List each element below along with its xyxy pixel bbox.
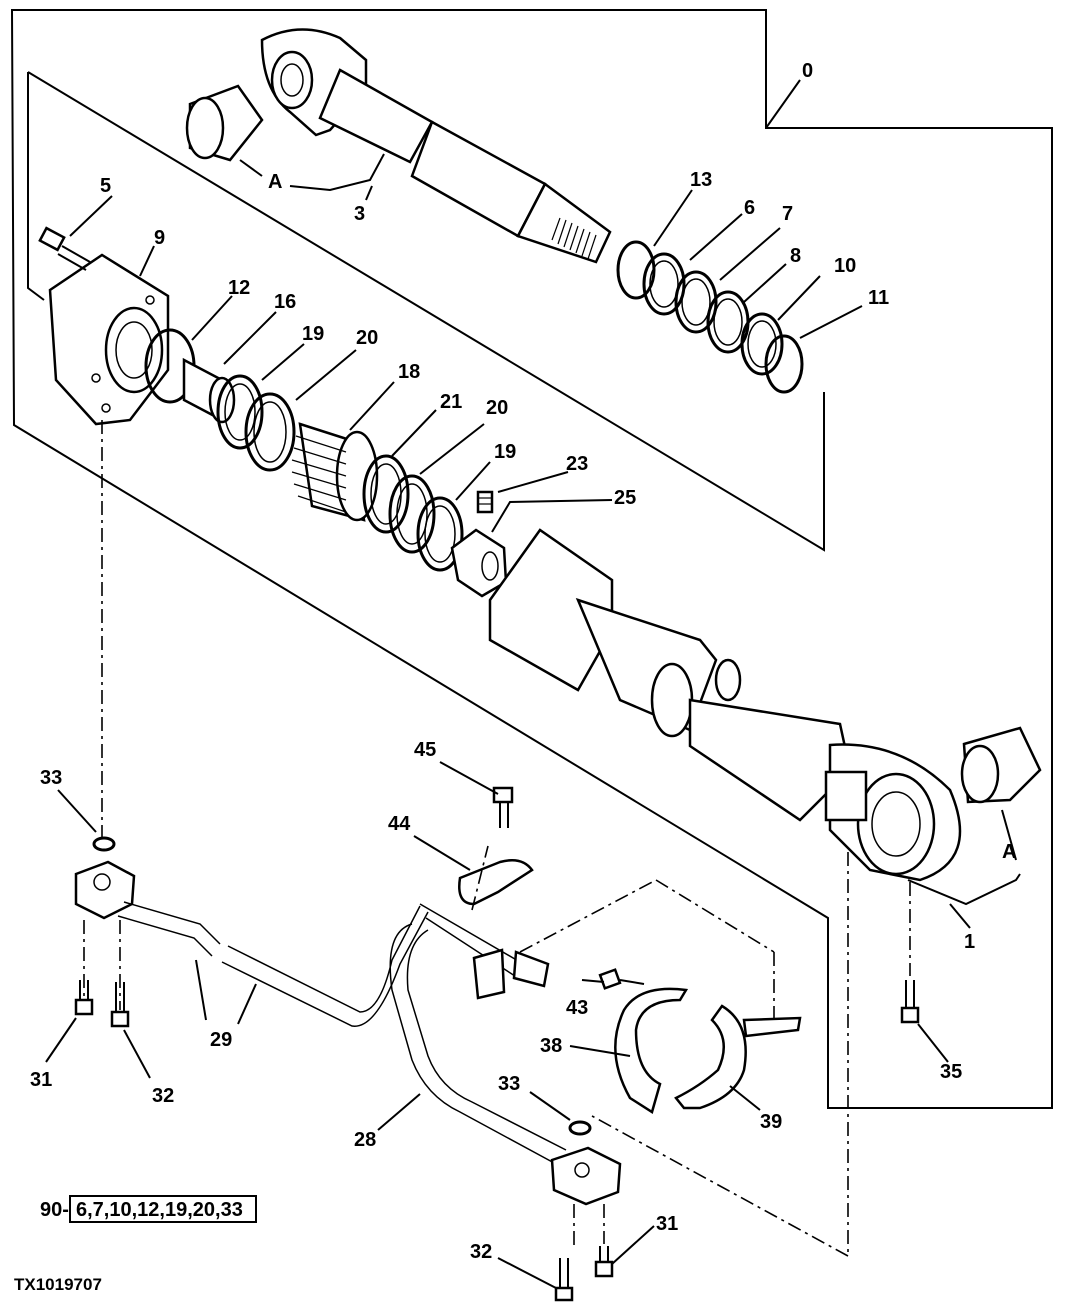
label-44: 44 xyxy=(388,813,411,835)
seal-ring-20-right xyxy=(388,474,436,554)
o-ring-33-left xyxy=(92,836,116,852)
label-11: 11 xyxy=(868,287,889,309)
clamp-39-part xyxy=(674,1004,802,1110)
label-0: 0 xyxy=(802,60,813,82)
label-43: 43 xyxy=(566,997,588,1019)
label-29: 29 xyxy=(210,1029,232,1051)
clamp-38-part xyxy=(614,987,689,1114)
flange-block-left-part xyxy=(74,860,136,920)
cylinder-tube-part xyxy=(488,528,962,882)
label-23: 23 xyxy=(566,453,588,475)
figure-id: TX1019707 xyxy=(14,1275,102,1294)
callout-labels: 0 A 3 5 9 12 16 19 20 18 21 20 19 23 25 … xyxy=(30,60,1016,1263)
label-20-top: 20 xyxy=(356,327,378,349)
clamp-44-part xyxy=(458,859,534,906)
seal-ring-20-left xyxy=(244,392,296,472)
kit-prefix: 90- xyxy=(40,1199,69,1221)
label-39: 39 xyxy=(760,1111,782,1133)
tube-28-part xyxy=(389,903,567,1165)
label-35: 35 xyxy=(940,1061,962,1083)
seal-kit-boundary-line xyxy=(27,71,825,552)
piston-groove-hatch xyxy=(291,435,347,513)
label-13: 13 xyxy=(690,169,712,191)
bushing-a-right-part xyxy=(960,726,1042,804)
label-8: 8 xyxy=(790,245,801,267)
leader-lines xyxy=(45,79,1021,1289)
label-45: 45 xyxy=(414,739,436,761)
rod-thread-hatch xyxy=(551,217,597,260)
label-a-right: A xyxy=(1002,841,1016,863)
label-38: 38 xyxy=(540,1035,562,1057)
label-5: 5 xyxy=(100,175,111,197)
label-33-bottom: 33 xyxy=(498,1073,520,1095)
bolt-31-left-part xyxy=(74,980,94,1016)
label-19-mid: 19 xyxy=(494,441,516,463)
bolt-5-part xyxy=(38,226,91,271)
bolt-35-part xyxy=(900,980,920,1024)
cylinder-head-part xyxy=(48,253,170,426)
bushing-a-top-part xyxy=(185,84,264,162)
fitting-right-parts xyxy=(472,948,550,1000)
seal-ring-6 xyxy=(642,252,686,316)
kit-parts-box xyxy=(69,1195,257,1223)
bolt-32-left-part xyxy=(110,982,130,1028)
label-31-left: 31 xyxy=(30,1069,52,1091)
bolt-43-part xyxy=(598,968,645,990)
o-ring-33-bottom xyxy=(568,1120,592,1136)
set-screw-23-part xyxy=(476,490,494,514)
label-18: 18 xyxy=(398,361,420,383)
seal-ring-19-left xyxy=(216,374,264,450)
kit-parts-list: 6,7,10,12,19,20,33 xyxy=(76,1199,243,1221)
label-a-top: A xyxy=(268,171,282,193)
bushing-16 xyxy=(182,357,236,424)
seal-ring-11 xyxy=(764,334,804,394)
label-16: 16 xyxy=(274,291,296,313)
label-9: 9 xyxy=(154,227,165,249)
label-21: 21 xyxy=(440,391,462,413)
seal-ring-19-right xyxy=(416,496,464,572)
label-28: 28 xyxy=(354,1129,376,1151)
label-20-mid: 20 xyxy=(486,397,508,419)
label-10: 10 xyxy=(834,255,856,277)
label-3: 3 xyxy=(354,203,365,225)
label-25: 25 xyxy=(614,487,636,509)
label-7: 7 xyxy=(782,203,793,225)
label-12: 12 xyxy=(228,277,250,299)
label-32-left: 32 xyxy=(152,1085,174,1107)
piston-18-part xyxy=(291,422,379,522)
label-32-bottom: 32 xyxy=(470,1241,492,1263)
label-6: 6 xyxy=(744,197,755,219)
label-19-top: 19 xyxy=(302,323,324,345)
bolt-45-part xyxy=(492,786,514,828)
assembly-boundary-line xyxy=(10,9,1053,1109)
bolt-31-bottom-part xyxy=(594,1246,614,1278)
hose-29-part xyxy=(117,901,429,1027)
flange-block-bottom-part xyxy=(550,1146,622,1206)
label-31-bottom: 31 xyxy=(656,1213,678,1235)
seal-ring-10 xyxy=(740,312,784,376)
seal-kit-callout: 90- 6,7,10,12,19,20,33 xyxy=(40,1195,257,1223)
seal-ring-13 xyxy=(616,240,656,300)
assembly-centerlines xyxy=(83,420,911,1257)
label-33-left: 33 xyxy=(40,767,62,789)
label-1: 1 xyxy=(964,931,975,953)
bolt-32-bottom-part xyxy=(554,1258,574,1302)
nut-25-part xyxy=(450,528,508,598)
piston-rod-part xyxy=(260,28,612,264)
seal-ring-7 xyxy=(674,270,718,334)
